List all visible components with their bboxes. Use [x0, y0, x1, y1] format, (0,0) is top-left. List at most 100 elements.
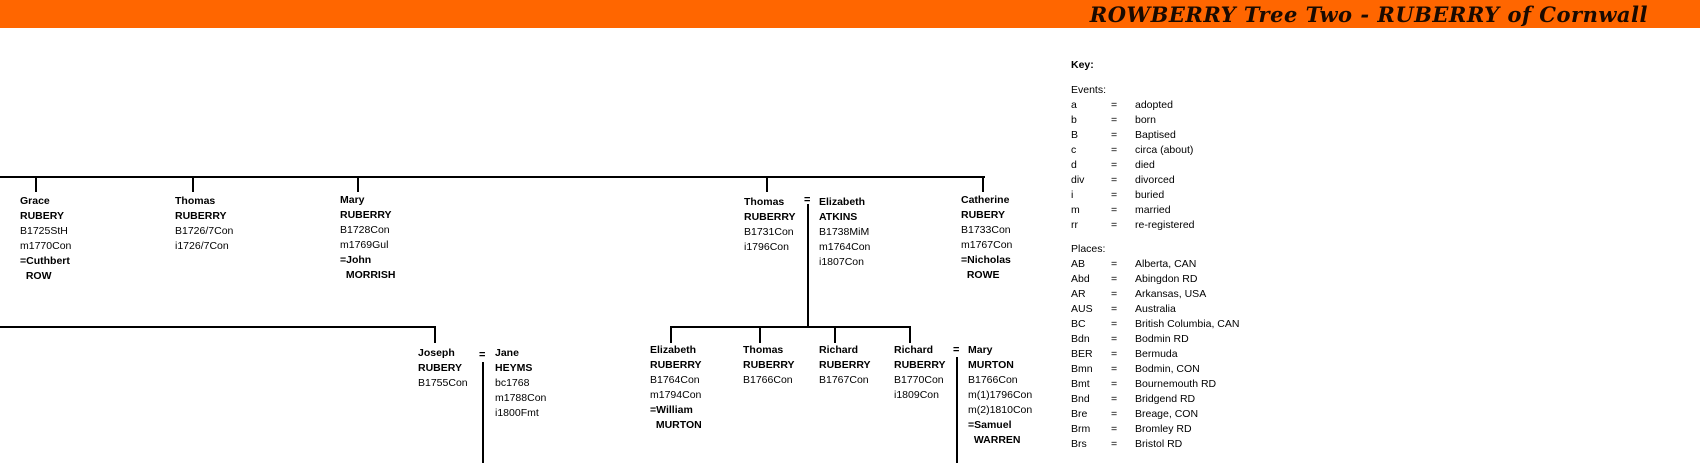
person-given-name: Thomas	[743, 344, 784, 356]
person-surname: RUBERRY	[894, 359, 946, 371]
key-places-heading: Places:	[1071, 243, 1106, 255]
person-event: i1726/7Con	[175, 240, 229, 252]
key-place-row-equals: =	[1111, 333, 1118, 345]
key-place-row-code: Abd	[1071, 273, 1090, 285]
person-event: m1794Con	[650, 389, 702, 401]
person-surname: RUBERY	[20, 210, 64, 222]
marriage-symbol-richard2: =	[953, 344, 960, 356]
key-place-row: Abd=Abingdon RD	[1071, 272, 1239, 287]
key-place-row: Bmn = Bodmin, CON	[1071, 362, 1239, 377]
key-place-row-meaning: Bodmin RD	[1135, 333, 1189, 345]
key-event-row-equals: =	[1111, 129, 1118, 141]
key-event-row-code: div	[1071, 174, 1085, 186]
key-place-row-code: BER	[1071, 348, 1093, 360]
person-grace-rubery: Grace RUBERY B1725StH m1770Con =Cuthbert…	[20, 194, 71, 284]
key-event-row: B=Baptised	[1071, 128, 1239, 143]
person-surname: RUBERRY	[744, 211, 796, 223]
key-place-row-equals: =	[1111, 378, 1118, 390]
key-event-row: m=married	[1071, 203, 1239, 218]
person-event: m(2)1810Con	[968, 404, 1033, 416]
marriage-symbol-thomas2: =	[804, 194, 811, 206]
key-place-row: AR=Arkansas, USA	[1071, 287, 1239, 302]
person-surname: RUBERRY	[819, 359, 871, 371]
spouse-surname: MORRISH	[340, 269, 396, 281]
key-place-row-equals: =	[1111, 438, 1118, 450]
person-mary-ruberry: Mary RUBERRY B1728Con m1769Gul =John MOR…	[340, 193, 395, 283]
key-place-row-equals: =	[1111, 348, 1118, 360]
key-place-row-equals: =	[1111, 258, 1118, 270]
person-event: B1728Con	[340, 224, 390, 236]
key-place-row-equals: =	[1111, 273, 1118, 285]
person-event: i1807Con	[819, 256, 864, 268]
person-event: i1809Con	[894, 389, 939, 401]
key-place-row-code: BC	[1071, 318, 1086, 330]
key-place-row-meaning: Bridgend RD	[1135, 393, 1196, 405]
key-place-row-equals: =	[1111, 408, 1118, 420]
person-elizabeth-atkins: Elizabeth ATKINS B1738MiM m1764Con i1807…	[819, 195, 870, 270]
person-given-name: Richard	[894, 344, 934, 356]
drop-elizabeth2	[670, 326, 672, 343]
key-event-row-meaning: died	[1135, 159, 1155, 171]
person-surname: RUBERRY	[175, 210, 227, 222]
key-place-row-code: Brm	[1071, 423, 1091, 435]
key-event-row-equals: =	[1111, 219, 1118, 231]
key-event-row-equals: =	[1111, 174, 1118, 186]
person-surname: RUBERY	[961, 209, 1005, 221]
key-place-row-meaning: Bodmin, CON	[1135, 363, 1200, 375]
key-place-row-code: Bmt	[1071, 378, 1090, 390]
key-event-row-meaning: married	[1135, 204, 1171, 216]
key-place-row-meaning: British Columbia, CAN	[1135, 318, 1240, 330]
person-given-name: Grace	[20, 195, 50, 207]
person-joseph-rubery: Joseph RUBERY B1755Con	[418, 346, 468, 391]
spouse-name: =John	[340, 254, 372, 266]
key-event-row-code: rr	[1071, 219, 1078, 231]
key-place-row-code: Bnd	[1071, 393, 1090, 405]
key-event-row-code: B	[1071, 129, 1079, 141]
person-thomas-ruberry-1766: Thomas RUBERRY B1766Con	[743, 343, 795, 388]
key-event-row-meaning: divorced	[1135, 174, 1175, 186]
key-place-row: Brm = Bromley RD	[1071, 422, 1239, 437]
key-event-row-code: b	[1071, 114, 1077, 126]
descent-richard-mary	[956, 357, 958, 463]
drop-thomas3	[759, 326, 761, 343]
key-place-row-code: Brs	[1071, 438, 1087, 450]
person-given-name: Mary	[968, 344, 993, 356]
key-place-row: Bmt=Bournemouth RD	[1071, 377, 1239, 392]
spouse-surname: MURTON	[650, 419, 702, 431]
person-thomas-ruberry-1731: Thomas RUBERRY B1731Con i1796Con	[744, 195, 796, 255]
spouse-name: =Cuthbert	[20, 255, 70, 267]
drop-mary1	[357, 176, 359, 192]
key-event-row-equals: =	[1111, 99, 1118, 111]
upper-sibling-line	[0, 176, 985, 178]
person-elizabeth-ruberry: Elizabeth RUBERRY B1764Con m1794Con =Wil…	[650, 343, 702, 433]
key-place-row-meaning: Australia	[1135, 303, 1176, 315]
person-event: m(1)1796Con	[968, 389, 1033, 401]
person-event: i1796Con	[744, 241, 789, 253]
drop-joseph	[434, 326, 436, 343]
key-event-row-equals: =	[1111, 189, 1118, 201]
key-place-row-code: AR	[1071, 288, 1086, 300]
person-mary-murton: Mary MURTON B1766Con m(1)1796Con m(2)181…	[968, 343, 1032, 448]
person-surname: RUBERRY	[650, 359, 702, 371]
key-place-row: Bre=Breage, CON	[1071, 407, 1239, 422]
key-place-row-equals: =	[1111, 318, 1118, 330]
key-place-row-equals: =	[1111, 363, 1118, 375]
key-place-row-meaning: Bromley RD	[1135, 423, 1192, 435]
key-place-row-meaning: Arkansas, USA	[1135, 288, 1207, 300]
key-event-row-code: d	[1071, 159, 1077, 171]
person-event: B1731Con	[744, 226, 794, 238]
key-event-row: b=born	[1071, 113, 1239, 128]
person-given-name: Thomas	[175, 195, 216, 207]
key-event-row: rr=re-registered	[1071, 218, 1239, 233]
person-event: B1726/7Con	[175, 225, 234, 237]
person-given-name: Joseph	[418, 347, 455, 359]
person-given-name: Elizabeth	[819, 196, 866, 208]
person-event: B1767Con	[819, 374, 869, 386]
key-place-row-code: Bmn	[1071, 363, 1093, 375]
spouse-name: =William	[650, 404, 693, 416]
person-event: B1725StH	[20, 225, 68, 237]
key-place-row-equals: =	[1111, 423, 1118, 435]
drop-thomas1	[192, 176, 194, 192]
key-place-row-code: Bdn	[1071, 333, 1090, 345]
person-event: m1764Con	[819, 241, 871, 253]
